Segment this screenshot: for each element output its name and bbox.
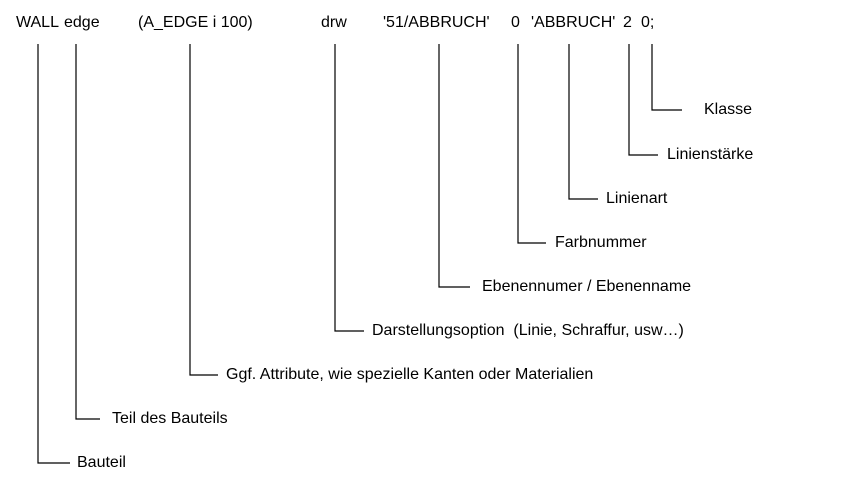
connector-farbnummer: [517, 44, 546, 244]
connector-bauteil: [37, 44, 70, 464]
token-attribute: (A_EDGE i 100): [138, 14, 253, 31]
label-bauteil: Bauteil: [77, 454, 126, 471]
label-ebene: Ebenennumer / Ebenenname: [482, 278, 692, 295]
token-edge: edge: [64, 14, 100, 31]
connector-linienart: [568, 44, 598, 200]
token-option: drw: [321, 14, 347, 31]
label-teil: Teil des Bauteils: [112, 410, 228, 427]
connector-ebene: [438, 44, 470, 288]
connector-darstellung: [334, 44, 364, 332]
connector-klasse: [651, 44, 682, 111]
label-darstellung: Darstellungsoption (Linie, Schraffur, us…: [372, 322, 684, 339]
token-layer: '51/ABBRUCH': [383, 14, 490, 31]
connector-linienstaerke: [628, 44, 658, 156]
label-attribute: Ggf. Attribute, wie spezielle Kanten ode…: [226, 366, 594, 383]
label-linienstaerke: Linienstärke: [667, 146, 754, 163]
token-linetype: 'ABBRUCH': [531, 14, 616, 31]
label-linienart: Linienart: [606, 190, 668, 207]
label-klasse: Klasse: [704, 101, 753, 118]
token-color: 0: [511, 14, 520, 31]
label-farbnummer: Farbnummer: [555, 234, 647, 251]
token-lineweight: 2: [623, 14, 632, 31]
connector-teil: [75, 44, 100, 420]
token-klasse: 0;: [641, 14, 655, 31]
token-wall: WALL: [16, 14, 59, 31]
connector-attribute: [189, 44, 218, 376]
